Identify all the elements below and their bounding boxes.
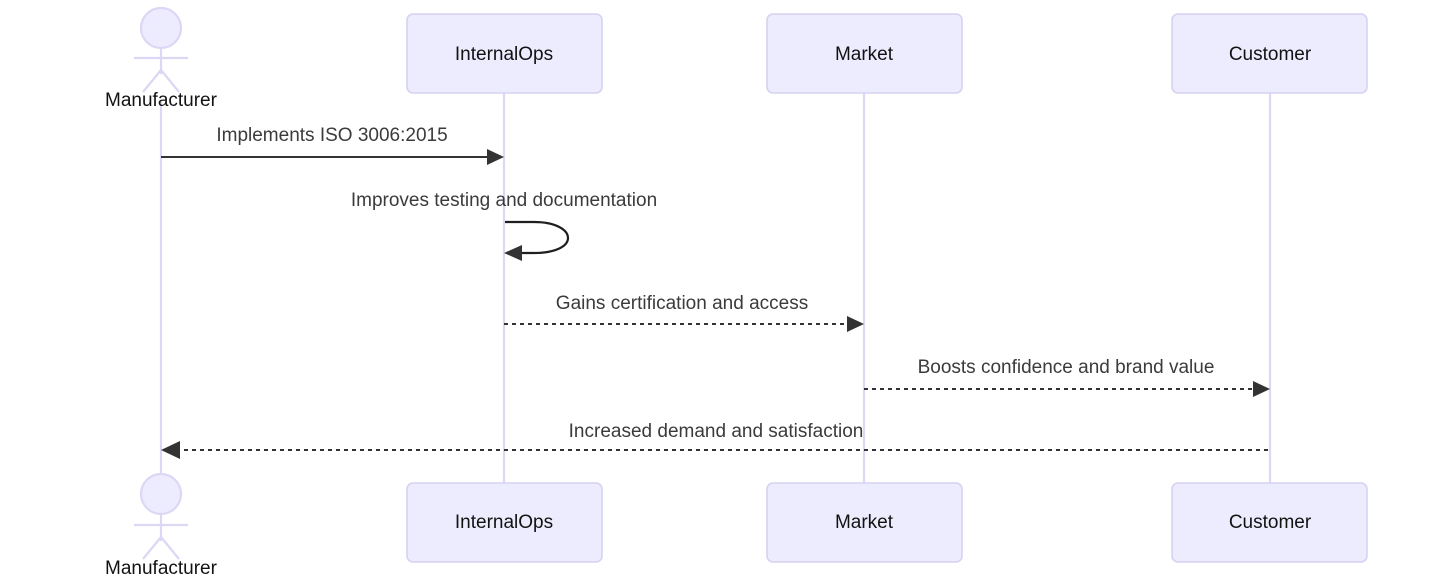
participant-box-internalops-bottom[interactable] <box>406 482 603 563</box>
lifelines-group <box>159 93 1272 485</box>
participant-box-customer-top[interactable] <box>1171 13 1368 94</box>
actor-leg-left-icon-bottom <box>142 536 162 560</box>
message-label-0: Implements ISO 3006:2015 <box>216 125 447 146</box>
participant-label-internalops-bottom: InternalOps <box>455 512 553 533</box>
actor-head-icon-bottom <box>139 472 183 516</box>
messages-group: Implements ISO 3006:2015 Improves testin… <box>161 125 1270 459</box>
actor-head-icon <box>139 6 183 50</box>
message-selfloop-path-1 <box>505 220 570 255</box>
participant-label-market-bottom: Market <box>835 512 894 533</box>
actor-leg-right-icon-bottom <box>160 536 180 560</box>
arrowhead-right-2 <box>847 316 864 332</box>
participant-manufacturer-bottom[interactable]: Manufacturer <box>105 472 218 578</box>
participant-label-market-top: Market <box>835 44 894 65</box>
participant-box-internalops-top[interactable] <box>406 13 603 94</box>
message-improves-testing[interactable]: Improves testing and documentation <box>351 190 657 261</box>
participant-label-customer-bottom: Customer <box>1229 512 1312 533</box>
arrowhead-right-3 <box>1253 381 1270 397</box>
message-label-3: Boosts confidence and brand value <box>918 357 1215 378</box>
participant-manufacturer-top[interactable]: Manufacturer <box>105 6 218 111</box>
participant-box-customer-bottom[interactable] <box>1171 482 1368 563</box>
participant-label-internalops-top: InternalOps <box>455 44 553 65</box>
message-increased-demand[interactable]: Increased demand and satisfaction <box>161 421 1270 459</box>
message-label-1: Improves testing and documentation <box>351 190 657 211</box>
participants-top-group: Manufacturer InternalOps Market Customer <box>105 6 1368 111</box>
message-label-4: Increased demand and satisfaction <box>569 421 864 442</box>
participant-label-manufacturer-bottom: Manufacturer <box>105 558 218 578</box>
actor-leg-left-icon <box>142 69 162 93</box>
participant-market-top[interactable]: Market <box>766 13 963 94</box>
message-gains-certification[interactable]: Gains certification and access <box>504 293 864 332</box>
participant-customer-bottom[interactable]: Customer <box>1171 482 1368 563</box>
message-label-2: Gains certification and access <box>556 293 808 314</box>
arrowhead-right-0 <box>487 149 504 165</box>
participant-market-bottom[interactable]: Market <box>766 482 963 563</box>
participant-box-market-top[interactable] <box>766 13 963 94</box>
actor-leg-right-icon <box>160 69 180 93</box>
message-implements-iso[interactable]: Implements ISO 3006:2015 <box>161 125 504 165</box>
participant-internalops-top[interactable]: InternalOps <box>406 13 603 94</box>
arrowhead-left-4 <box>161 441 180 459</box>
participant-customer-top[interactable]: Customer <box>1171 13 1368 94</box>
message-boosts-confidence[interactable]: Boosts confidence and brand value <box>864 357 1270 397</box>
participants-bottom-group: Manufacturer InternalOps Market Customer <box>105 472 1368 578</box>
arrowhead-left-1 <box>504 245 522 261</box>
participant-box-market-bottom[interactable] <box>766 482 963 563</box>
participant-label-customer-top: Customer <box>1229 44 1312 65</box>
participant-internalops-bottom[interactable]: InternalOps <box>406 482 603 563</box>
participant-label-manufacturer-top: Manufacturer <box>105 90 218 111</box>
